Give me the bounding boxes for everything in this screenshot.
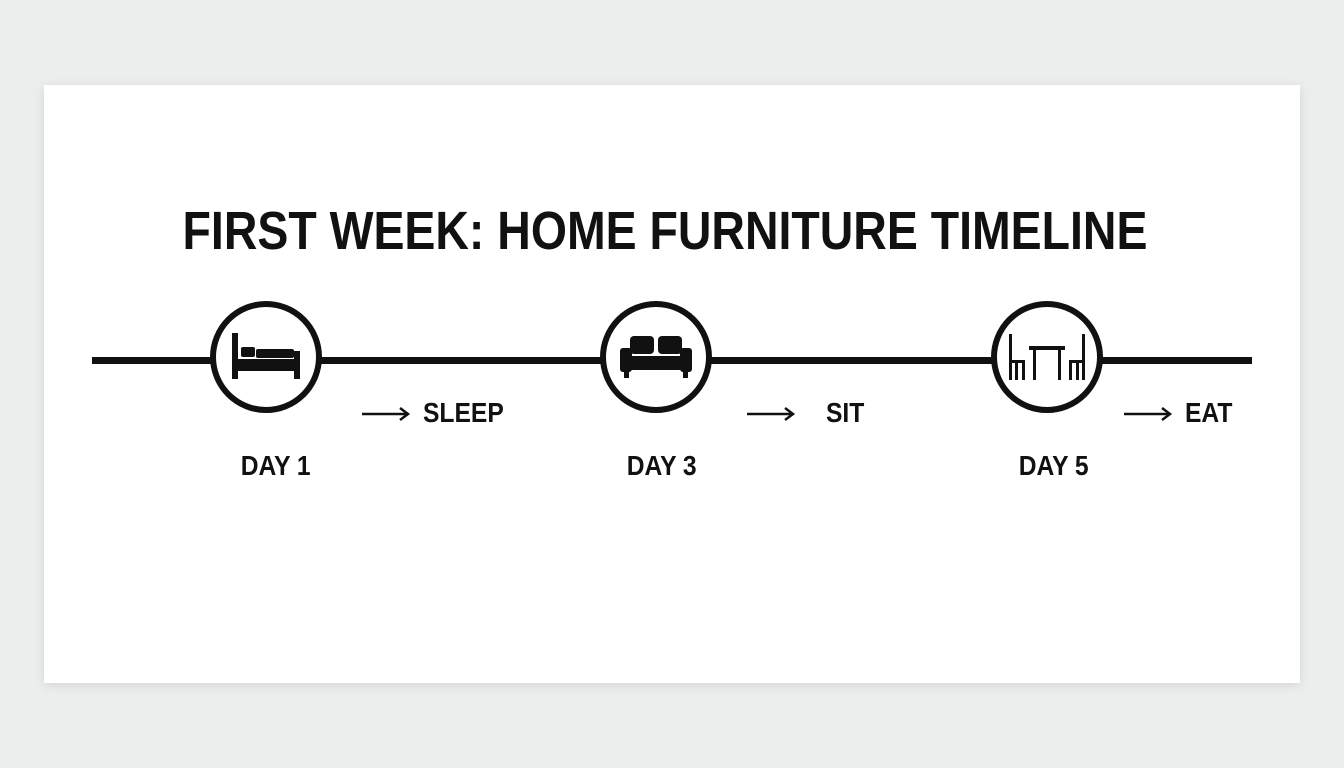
milestone-day-label: DAY 3 <box>626 450 697 481</box>
milestone-node-day-1 <box>210 301 322 413</box>
milestone-node-day-5 <box>991 301 1103 413</box>
page-title: FIRST WEEK: HOME FURNITURE TIMELINE <box>182 201 1148 261</box>
milestone-action-label: SLEEP <box>423 397 504 428</box>
milestone-day-label: DAY 1 <box>240 450 311 481</box>
dining-table-icon <box>1009 334 1085 380</box>
arrow-right-icon <box>1124 407 1173 421</box>
bed-icon <box>232 333 300 379</box>
milestone-node-day-3 <box>600 301 712 413</box>
milestone-action-label: EAT <box>1185 397 1233 428</box>
arrow-right-icon <box>362 407 411 421</box>
milestone-day-label: DAY 5 <box>1018 450 1089 481</box>
sofa-icon <box>620 336 692 378</box>
milestone-action-label: SIT <box>826 397 865 428</box>
arrow-right-icon <box>747 407 796 421</box>
